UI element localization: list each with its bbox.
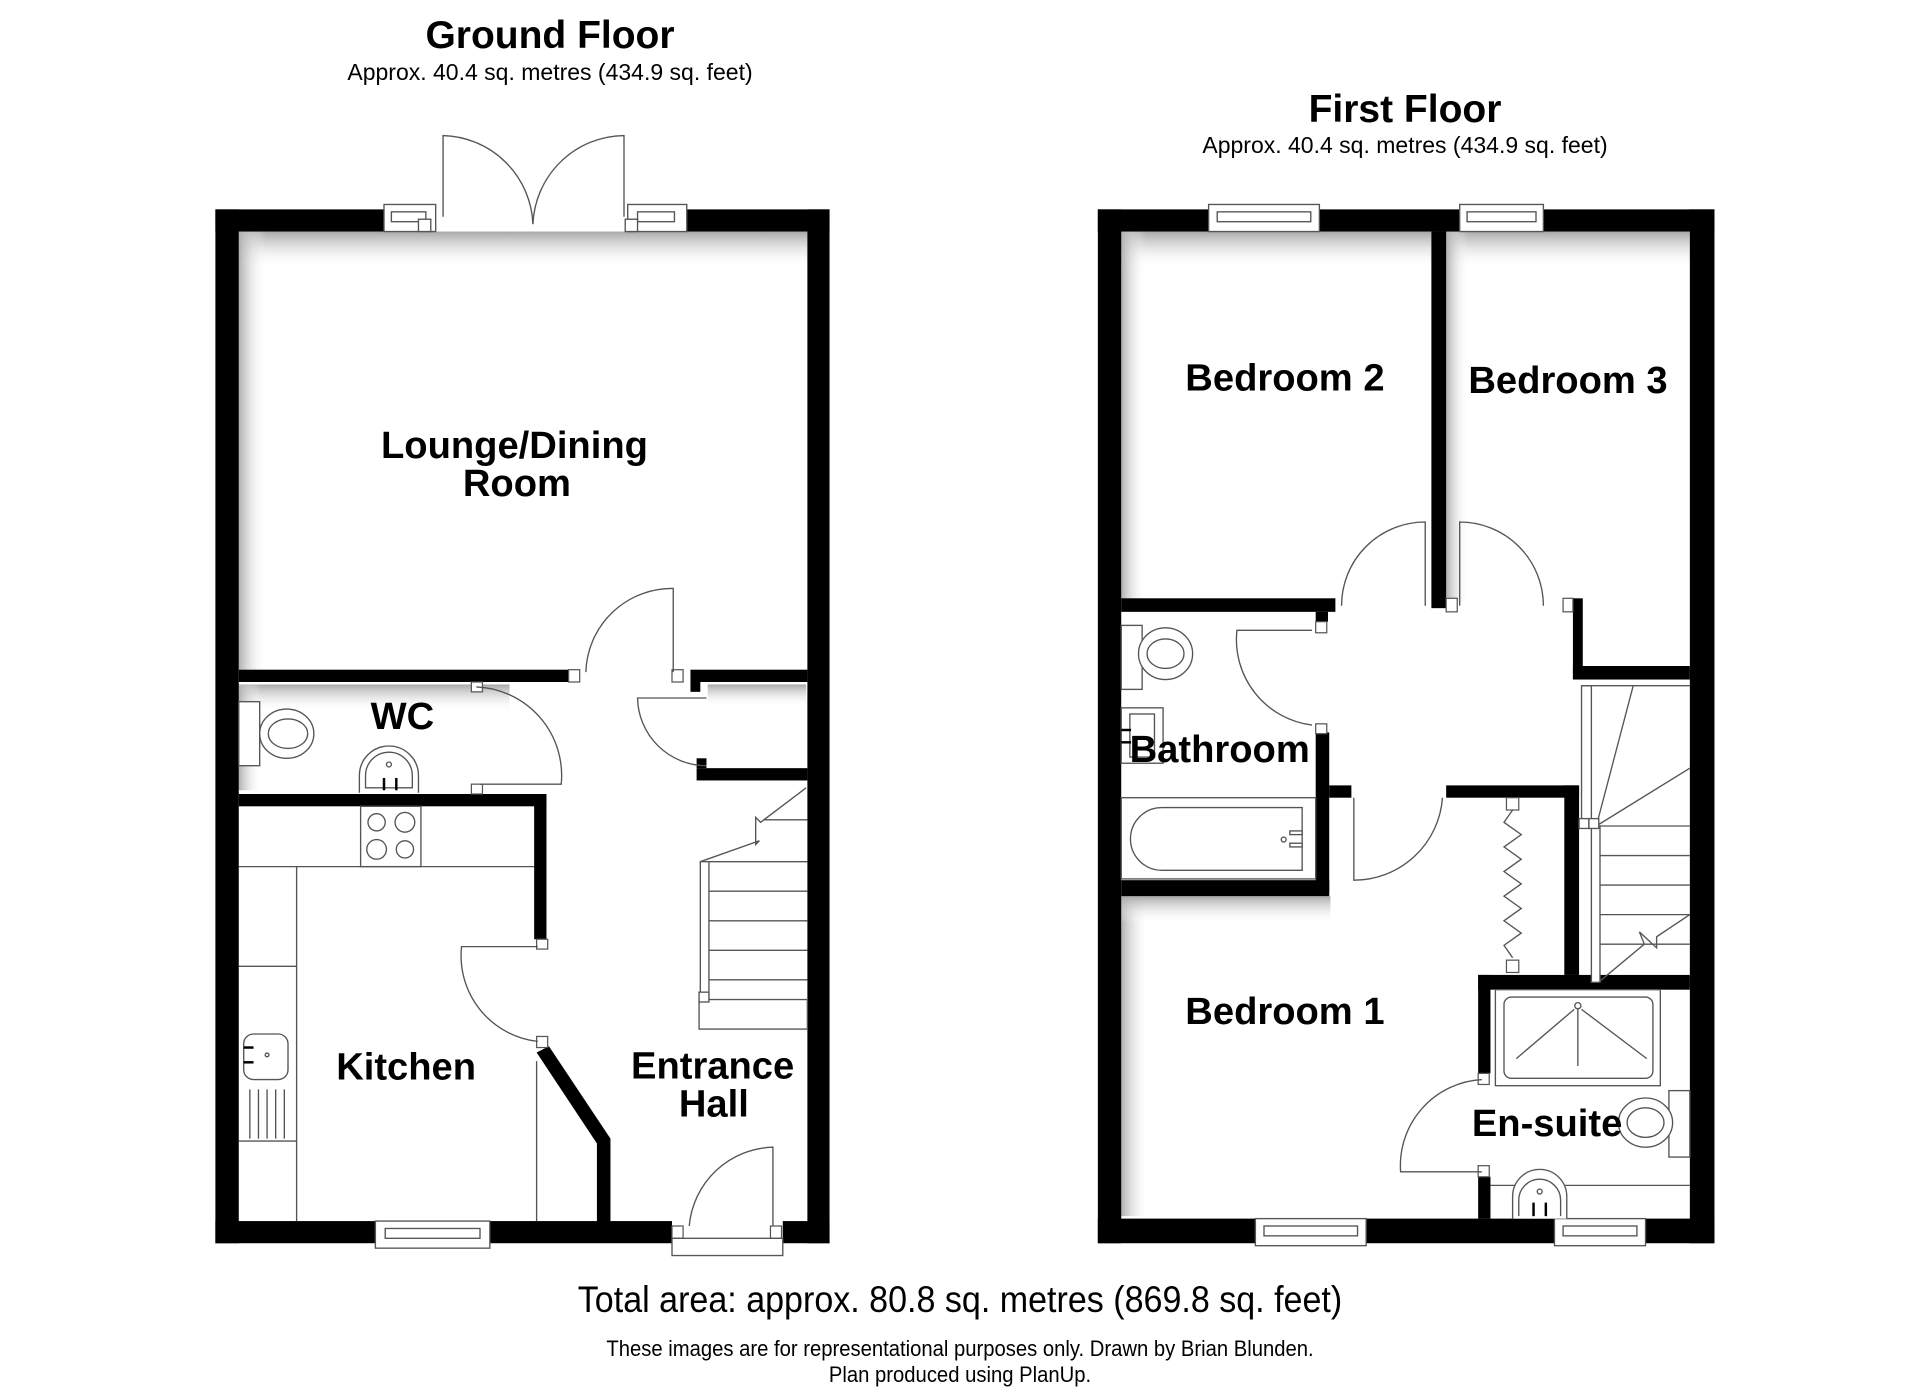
room-label-bathroom: Bathroom	[1130, 728, 1310, 771]
room-label-wc: WC	[371, 695, 435, 738]
door-bedroom2	[1340, 521, 1426, 606]
disclaimer-line-2: Plan produced using PlanUp.	[828, 1362, 1092, 1387]
window-lounge-left	[383, 203, 437, 233]
bathroom-toilet-icon	[1120, 624, 1194, 691]
room-label-hall: Entrance	[631, 1044, 794, 1087]
first-floor-plan: Bedroom 2 Bedroom 3 Bathroom Bedroom 1 E…	[1097, 203, 1715, 1247]
ensuite-toilet-icon	[1617, 1089, 1691, 1158]
first-floor-stairs	[1578, 685, 1691, 983]
wardrobe-bifold	[1502, 809, 1523, 959]
shower-tray-icon	[1494, 989, 1661, 1087]
door-ensuite	[1399, 1078, 1482, 1173]
room-label-hall-2: Hall	[679, 1082, 749, 1125]
window-bedroom1	[1254, 1217, 1367, 1247]
door-lounge	[585, 587, 674, 673]
room-label-lounge-2: Room	[463, 462, 571, 505]
room-label-bedroom3: Bedroom 3	[1468, 359, 1667, 402]
ensuite-basin-icon	[1490, 1168, 1690, 1219]
door-bedroom3	[1459, 521, 1545, 606]
first-floor-area: Approx. 40.4 sq. metres (434.9 sq. feet)	[1202, 132, 1608, 158]
kitchen-sink-icon	[243, 1033, 289, 1139]
first-floor-title: First Floor	[1308, 88, 1502, 131]
door-bathroom	[1235, 629, 1313, 726]
room-label-kitchen: Kitchen	[336, 1046, 476, 1089]
room-label-lounge: Lounge/Dining	[381, 424, 648, 467]
window-bedroom2	[1207, 203, 1321, 233]
room-label-bedroom1: Bedroom 1	[1185, 990, 1384, 1033]
ground-stairs	[698, 787, 809, 1030]
room-label-ensuite: En-suite	[1472, 1102, 1622, 1145]
wc-toilet-icon	[238, 701, 315, 767]
wc-basin-icon	[358, 745, 420, 793]
bath-icon	[1120, 797, 1317, 880]
window-kitchen	[374, 1220, 491, 1249]
window-ensuite	[1553, 1217, 1647, 1247]
ground-floor-area: Approx. 40.4 sq. metres (434.9 sq. feet)	[347, 59, 753, 85]
ground-floor-plan: Lounge/Dining Room WC Kitchen Entrance H…	[215, 134, 830, 1257]
disclaimer-line-1: These images are for representational pu…	[606, 1336, 1314, 1361]
total-area: Total area: approx. 80.8 sq. metres (869…	[577, 1279, 1343, 1320]
front-door-step	[671, 1237, 784, 1257]
french-doors	[442, 134, 625, 225]
bathroom-basin-icon	[1120, 707, 1164, 764]
window-lounge-right	[624, 203, 688, 233]
room-label-bedroom2: Bedroom 2	[1185, 356, 1384, 399]
ground-floor-title: Ground Floor	[425, 14, 675, 57]
door-bedroom1	[1353, 797, 1444, 881]
window-bedroom3	[1459, 203, 1545, 233]
hob-icon	[359, 805, 422, 868]
